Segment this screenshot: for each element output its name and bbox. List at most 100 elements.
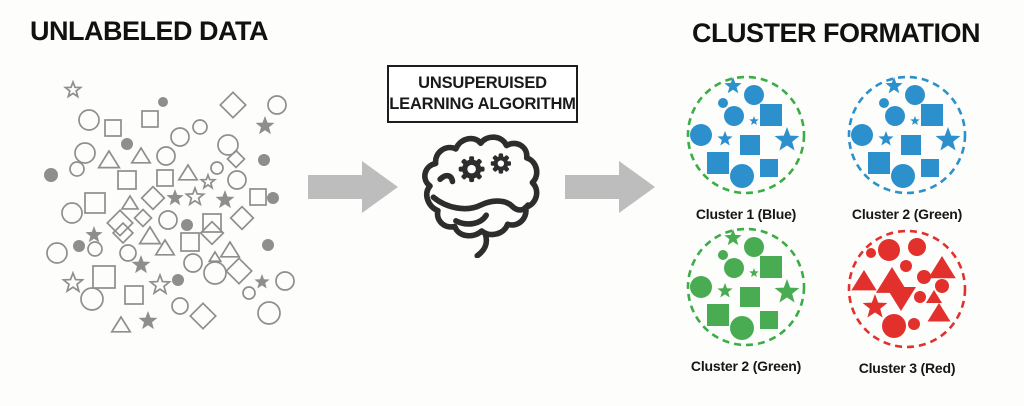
algorithm-box-line2: LEARNING ALGORITHM — [389, 95, 576, 113]
cluster-shape — [905, 85, 925, 105]
cluster-shape — [724, 229, 742, 246]
cluster-shape — [760, 104, 782, 126]
scatter-shape — [275, 271, 295, 291]
cluster-label: Cluster 3 (Red) — [858, 360, 956, 376]
unlabeled-scatter-graphic — [44, 79, 295, 333]
cluster-dashed-ring — [847, 75, 967, 195]
cluster-formation-title: CLUSTER FORMATION — [692, 18, 980, 48]
cluster-shape — [878, 131, 894, 146]
cluster-shape — [914, 291, 926, 303]
cluster-dashed-ring — [686, 75, 806, 195]
cluster-shape — [917, 270, 931, 284]
scatter-shape — [61, 202, 83, 224]
cluster-shape — [882, 314, 906, 338]
scatter-shape — [267, 192, 279, 204]
cluster-ring-graphic — [686, 75, 806, 195]
cluster-1-blue: Cluster 1 (Blue) — [681, 70, 811, 222]
scatter-shape — [242, 286, 256, 300]
cluster-label: Cluster 2 (Green) — [690, 358, 802, 374]
cluster-shape — [774, 279, 800, 303]
scatter-shape — [262, 239, 274, 251]
cluster-shape — [718, 250, 728, 260]
cluster-shape — [878, 239, 900, 261]
scatter-shape — [156, 169, 174, 187]
scatter-shape — [207, 250, 223, 263]
cluster-shape — [690, 124, 712, 146]
scatter-shape — [267, 95, 287, 115]
cluster-ring-graphic — [847, 229, 967, 349]
scatter-shape — [140, 185, 166, 211]
scatter-shape — [177, 163, 199, 181]
cluster-shape — [908, 238, 926, 256]
scatter-shape — [192, 119, 208, 135]
scatter-shape — [257, 301, 281, 325]
cluster-shape — [925, 290, 943, 303]
cluster-shape — [749, 116, 759, 125]
cluster-shape — [760, 256, 782, 278]
scatter-shape — [92, 265, 116, 289]
scatter-shape — [97, 149, 121, 169]
scatter-shape — [133, 208, 153, 228]
scatter-shape — [215, 190, 235, 209]
cluster-shape — [900, 260, 912, 272]
cluster-shape — [717, 131, 733, 146]
scatter-shape — [106, 209, 134, 237]
cluster-shape — [910, 116, 920, 125]
algorithm-box-line1: UNSUPERUISED — [418, 73, 547, 92]
scatter-shape — [74, 142, 96, 164]
scatter-shape — [138, 225, 162, 245]
scatter-shape — [198, 172, 218, 190]
cluster-shape — [740, 135, 760, 155]
cluster-shape — [862, 294, 888, 318]
cluster-shape — [760, 311, 778, 329]
cluster-shape — [724, 77, 742, 94]
scatter-shape — [46, 242, 68, 264]
cluster-shape — [749, 268, 759, 277]
cluster-shape — [875, 267, 909, 293]
cluster-shape — [868, 152, 890, 174]
cluster-shape — [724, 258, 744, 278]
scatter-shape — [111, 221, 135, 245]
scatter-shape — [85, 226, 103, 243]
cluster-shape — [901, 135, 921, 155]
cluster-shape — [886, 286, 916, 311]
cluster-shape — [690, 276, 712, 298]
scatter-shape — [69, 161, 85, 177]
cluster-ring-graphic — [847, 75, 967, 195]
cluster-shape — [935, 127, 961, 151]
scatter-shape — [121, 138, 133, 150]
scatter-shape — [249, 188, 267, 206]
cluster-shape — [935, 279, 949, 293]
scatter-shape — [158, 97, 168, 107]
cluster-shape — [774, 127, 800, 151]
scatter-shape — [73, 240, 85, 252]
scatter-shape — [229, 205, 255, 231]
scatter-shape — [154, 238, 176, 256]
cluster-3-red: Cluster 3 (Red) — [842, 224, 972, 376]
scatter-shape — [63, 79, 83, 99]
cluster-shape — [928, 256, 956, 279]
cluster-shape — [891, 164, 915, 188]
scatter-shape — [180, 232, 200, 252]
scatter-shape — [156, 146, 176, 166]
cluster-shape — [707, 304, 729, 326]
gear-icon — [458, 156, 485, 183]
scatter-shape — [87, 241, 103, 257]
scatter-shape — [181, 219, 193, 231]
algorithm-box: UNSUPERUISED LEARNING ALGORITHM — [387, 65, 578, 123]
scatter-shape — [117, 170, 137, 190]
scatter-shape — [171, 297, 189, 315]
scatter-shape — [120, 194, 140, 210]
scatter-shape — [141, 110, 159, 128]
scatter-shape — [254, 274, 270, 289]
cluster-shape — [718, 98, 728, 108]
cluster-shape — [744, 85, 764, 105]
scatter-shape — [202, 213, 222, 233]
cluster-shape — [717, 283, 733, 298]
scatter-shape — [227, 170, 247, 190]
cluster-2-green-top: Cluster 2 (Green) — [842, 70, 972, 222]
scatter-shape — [226, 149, 246, 169]
cluster-shape — [921, 104, 943, 126]
scatter-shape — [203, 261, 227, 285]
